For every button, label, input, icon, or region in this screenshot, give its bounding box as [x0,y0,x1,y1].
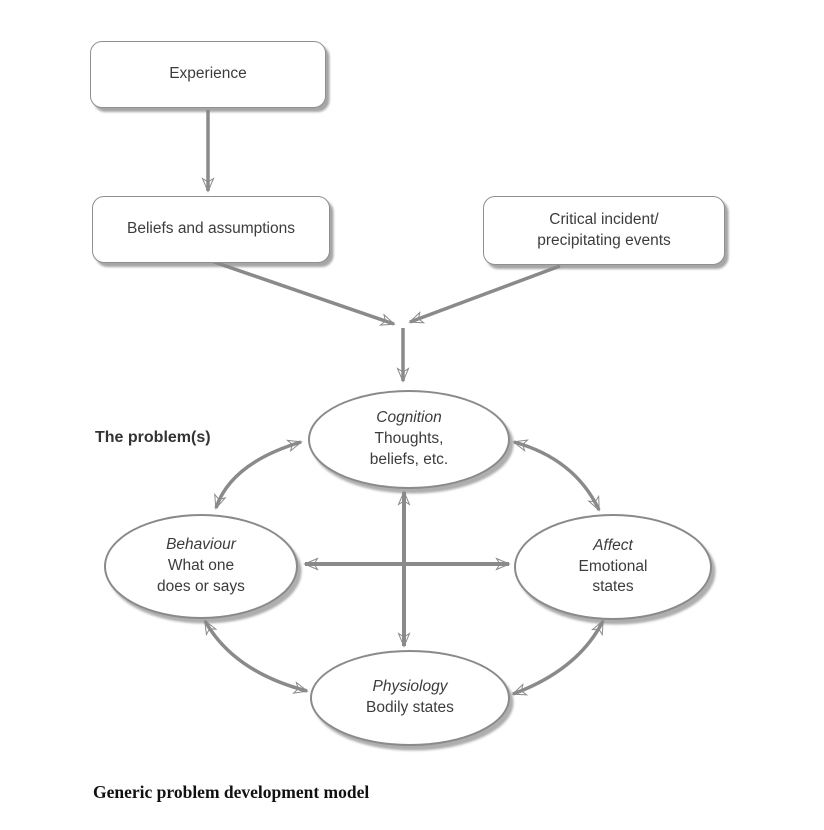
node-critical-incident: Critical incident/ precipitating events [483,196,725,265]
node-cognition-line-2: beliefs, etc. [369,450,449,468]
curve-cognition-behaviour [216,442,301,508]
node-experience: Experience [90,41,326,108]
node-affect-line-2: states [592,578,634,596]
node-cognition: Cognition Thoughts, beliefs, etc. [308,390,510,489]
node-cognition-line-1: Thoughts, [374,430,444,448]
node-physiology: Physiology Bodily states [310,650,510,746]
node-cognition-title: Cognition [376,409,442,427]
node-affect: Affect Emotional states [514,514,712,620]
node-behaviour: Behaviour What one does or says [104,514,298,619]
node-behaviour-line-2: does or says [157,577,245,595]
curve-physiology-affect [513,621,605,696]
problem-label: The problem(s) [95,429,211,446]
curve-cognition-affect [514,442,601,510]
node-physiology-line-1: Bodily states [366,699,454,716]
curve-behaviour-physiology [203,621,307,691]
node-experience-label: Experience [169,65,247,83]
node-physiology-title: Physiology [372,678,448,696]
node-beliefs-label: Beliefs and assumptions [126,220,295,238]
node-critical-line-2: precipitating events [537,231,671,249]
arrow-critical-incident-to-junction [410,264,561,324]
arrow-beliefs-to-junction [213,260,394,324]
node-affect-line-1: Emotional [578,557,648,575]
node-critical-line-1: Critical incident/ [549,210,659,228]
node-behaviour-title: Behaviour [166,536,236,554]
node-affect-title: Affect [593,536,633,554]
node-beliefs-and-assumptions: Beliefs and assumptions [92,196,330,263]
node-behaviour-line-1: What one [167,557,235,575]
figure-caption: Generic problem development model [93,782,370,802]
